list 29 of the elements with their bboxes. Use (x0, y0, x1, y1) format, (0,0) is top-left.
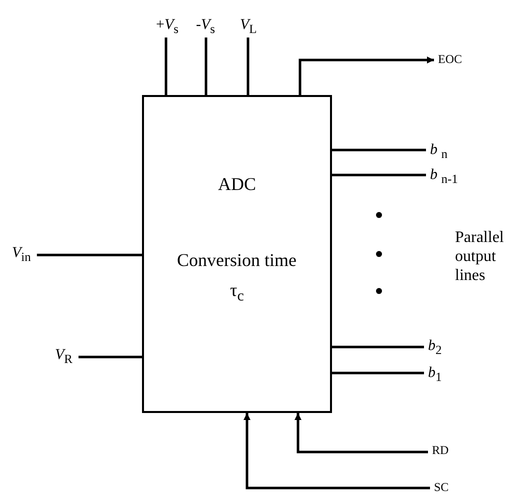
pin-label: +V$_{s}$ (156, 18, 179, 36)
pin-label: b$_{2}$ (428, 339, 442, 356)
signal-line (332, 174, 426, 176)
signal-line (332, 148, 426, 152)
signal-arrow (244, 413, 430, 490)
pin-label: RD (432, 444, 449, 456)
signal-line (246, 38, 250, 95)
signal-line (78, 356, 142, 358)
pin-label: b$_{1}$ (428, 366, 442, 384)
signal-line (204, 38, 208, 95)
signal-line (36, 254, 142, 256)
pin-label: V$_{R}$ (55, 348, 73, 366)
pin-label: EOC (438, 53, 462, 65)
pin-label: -V$_{s}$ (196, 18, 216, 36)
pin-label: V$_{in}$ (12, 246, 31, 264)
pin-label: b $_{n}$ (430, 143, 448, 160)
signal-line (332, 372, 424, 374)
signal-line (332, 346, 424, 348)
signal-arrow (298, 56, 434, 95)
pin-label: b $_{n-1}$ (430, 168, 458, 186)
note-text: Parallel output lines (455, 228, 505, 285)
time-symbol: τ$_{c}$ (230, 280, 244, 306)
pin-label: V$_{L}$ (240, 18, 257, 36)
pin-label: SC (434, 481, 449, 493)
block-text: Conversion time (177, 250, 296, 271)
signal-arrow (294, 413, 428, 454)
signal-line (164, 38, 168, 95)
block-title: ADC (218, 174, 256, 195)
adc-block (142, 95, 332, 413)
